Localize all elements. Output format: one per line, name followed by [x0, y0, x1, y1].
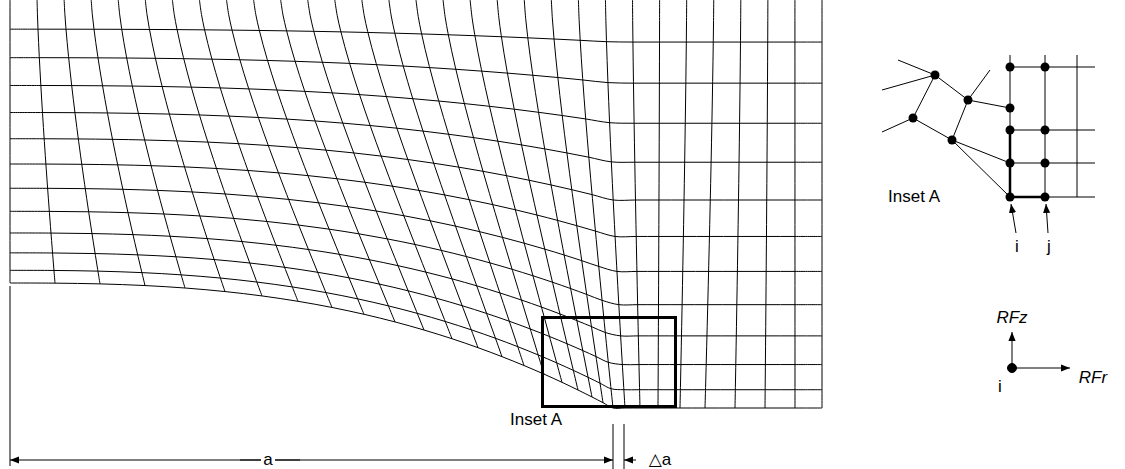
node-dot [1006, 159, 1015, 168]
node-dot [1041, 159, 1050, 168]
node-dot [1006, 126, 1015, 135]
mesh-line [227, 0, 332, 307]
mesh-line [882, 118, 1010, 163]
node-dot [1006, 63, 1015, 72]
finite-element-mesh [10, 0, 822, 408]
mesh-line [952, 100, 968, 140]
mesh-line [605, 0, 625, 408]
mesh-line [37, 0, 55, 283]
extension-line [10, 286, 11, 466]
dimension-label: a [261, 451, 274, 469]
mesh-line [64, 0, 100, 284]
mesh-line [308, 0, 424, 330]
mesh-line [822, 0, 823, 408]
mesh-line [10, 58, 822, 84]
mesh-line [680, 0, 687, 408]
leader-line [1046, 204, 1048, 233]
node-dot [964, 96, 973, 105]
mesh-line [898, 60, 935, 75]
mesh-line [91, 0, 145, 286]
mesh-line [254, 0, 364, 314]
mesh-line [1077, 55, 1078, 197]
mesh-line [952, 140, 1010, 197]
mesh-line [10, 283, 822, 408]
node-dot [948, 136, 957, 145]
extension-line [613, 424, 614, 469]
inset-detail [882, 55, 1095, 233]
leader-line [1011, 204, 1016, 233]
dimension-line [624, 460, 636, 461]
inset-frame: Inset A [541, 316, 677, 408]
mesh-line [118, 0, 185, 288]
mesh-line [10, 211, 822, 305]
mesh-line [10, 139, 822, 201]
node-dot [1041, 63, 1050, 72]
mesh-line [578, 0, 613, 408]
node-dot [1006, 193, 1015, 202]
dimension-label: △a [647, 451, 674, 469]
node-dot [1041, 193, 1050, 202]
force-label: RFz [994, 309, 1029, 328]
node-dot [931, 71, 940, 80]
mesh-line [10, 164, 822, 237]
mesh-line [10, 113, 822, 163]
force-label: RFr [1077, 369, 1109, 388]
mesh-line [735, 0, 741, 408]
mesh-line [281, 0, 395, 322]
mesh-line [705, 0, 714, 408]
mesh-line [335, 0, 452, 339]
crack-edge [1010, 130, 1045, 197]
mesh-line [633, 0, 640, 408]
mesh-line [882, 75, 1010, 108]
mesh-line [551, 0, 603, 403]
mesh-line [199, 0, 298, 301]
node-label: i [1013, 238, 1021, 257]
mesh-line [145, 0, 225, 292]
mesh-line [658, 0, 660, 408]
mesh-line [1010, 163, 1095, 164]
node-dot [1041, 126, 1050, 135]
mesh-line [10, 270, 822, 389]
extension-line [624, 424, 625, 469]
mesh-line [470, 0, 562, 382]
mesh-line [1010, 67, 1095, 68]
mesh-line [1045, 197, 1095, 198]
inset-label: Inset A [886, 188, 942, 207]
node-label: i [996, 378, 1004, 397]
node-dot [909, 114, 918, 123]
mesh-line [10, 29, 822, 42]
dimension-line [240, 460, 613, 461]
force-arrow [1014, 368, 1070, 369]
mesh-line [1010, 130, 1095, 131]
mesh-line [913, 75, 935, 118]
mesh-line [765, 0, 768, 408]
force-symbol [1008, 332, 1071, 373]
mesh-line [172, 0, 262, 296]
mesh-line [794, 0, 795, 408]
mesh-line [10, 188, 822, 272]
inset-label: Inset A [508, 411, 564, 430]
mesh-line [443, 0, 544, 374]
mesh-line [10, 85, 822, 123]
mesh-line [968, 70, 990, 100]
mesh-line [10, 0, 11, 283]
force-arrow [1012, 332, 1013, 366]
node-dot [1006, 104, 1015, 113]
mesh-line [10, 253, 822, 365]
node-label: j [1045, 238, 1053, 257]
